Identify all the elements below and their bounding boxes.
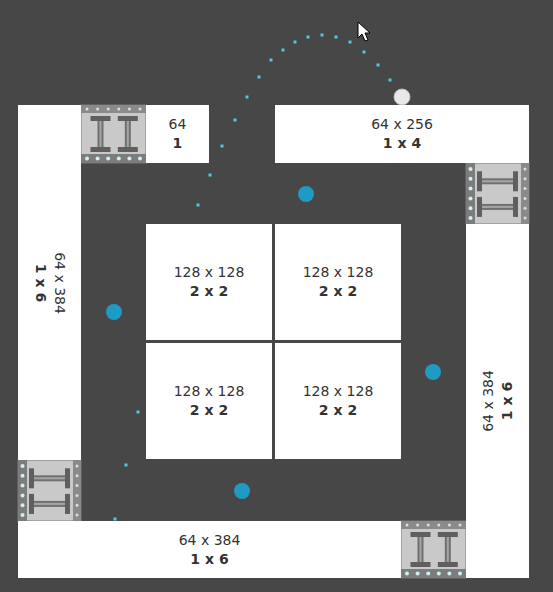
tile-size: 64 x 384 [50,252,69,314]
trajectory-dot [363,51,366,54]
trajectory-dot [125,464,128,467]
tile-size: 64 x 256 [371,115,433,134]
tile-grid: 2 x 2 [174,282,245,301]
peg-circle [106,304,122,320]
tile-block: 128 x 1282 x 2 [146,224,272,340]
hinge-block [401,521,466,578]
trajectory-dot [270,59,273,62]
tile-grid: 2 x 2 [303,401,374,420]
tile-grid: 1 x 6 [31,252,50,314]
trajectory-dot [234,119,237,122]
trajectory-dot [349,41,352,44]
tile-label: 64 x 3841 x 6 [479,370,517,432]
hinge-block [81,105,146,163]
tile-label: 128 x 1282 x 2 [174,263,245,301]
peg-circle [298,186,314,202]
mouse-cursor [358,22,370,41]
tile-block: 64 x 2561 x 4 [275,105,529,163]
ball [394,89,410,105]
tile-size: 128 x 128 [303,263,374,282]
tile-block: 128 x 1282 x 2 [146,343,272,459]
tile-label: 128 x 1282 x 2 [174,382,245,420]
trajectory-dot [197,204,200,207]
tile-label: 128 x 1282 x 2 [303,263,374,301]
hinge-block [466,163,529,224]
trajectory-dot [137,411,140,414]
tile-size: 64 [169,115,187,134]
trajectory-dot [294,41,297,44]
tile-label: 128 x 1282 x 2 [303,382,374,420]
trajectory-dot [258,76,261,79]
tile-grid: 1 x 4 [371,134,433,153]
trajectory-dot [389,79,392,82]
trajectory-dot [307,36,310,39]
peg-circle [425,364,441,380]
hinge-block [18,460,81,521]
tile-size: 64 x 384 [479,370,498,432]
tile-label: 64 x 3841 x 6 [179,531,241,569]
tile-size: 128 x 128 [303,382,374,401]
tile-block: 128 x 1282 x 2 [275,224,401,340]
trajectory-dot [335,36,338,39]
tile-size: 128 x 128 [174,382,245,401]
tile-label: 641 [169,115,187,153]
trajectory-dot [221,145,224,148]
pegs [106,186,441,499]
tile-grid: 2 x 2 [303,282,374,301]
peg-circle [234,483,250,499]
tile-block: 128 x 1282 x 2 [275,343,401,459]
tile-block: 64 x 3841 x 6 [18,105,81,460]
trajectory-dot [209,174,212,177]
tile-size: 64 x 384 [179,531,241,550]
tile-label: 64 x 2561 x 4 [371,115,433,153]
trajectory-dot [246,96,249,99]
trajectory-dot [282,49,285,52]
tile-size: 128 x 128 [174,263,245,282]
tile-block: 64 x 3841 x 6 [466,224,529,578]
tile-block: 64 x 3841 x 6 [18,521,401,578]
tile-block: 641 [146,105,209,163]
tile-grid: 1 [169,134,187,153]
tile-label: 64 x 3841 x 6 [31,252,69,314]
tile-grid: 1 x 6 [498,370,517,432]
tile-grid: 2 x 2 [174,401,245,420]
trajectory-dot [377,64,380,67]
trajectory-dot [321,34,324,37]
tile-grid: 1 x 6 [179,550,241,569]
